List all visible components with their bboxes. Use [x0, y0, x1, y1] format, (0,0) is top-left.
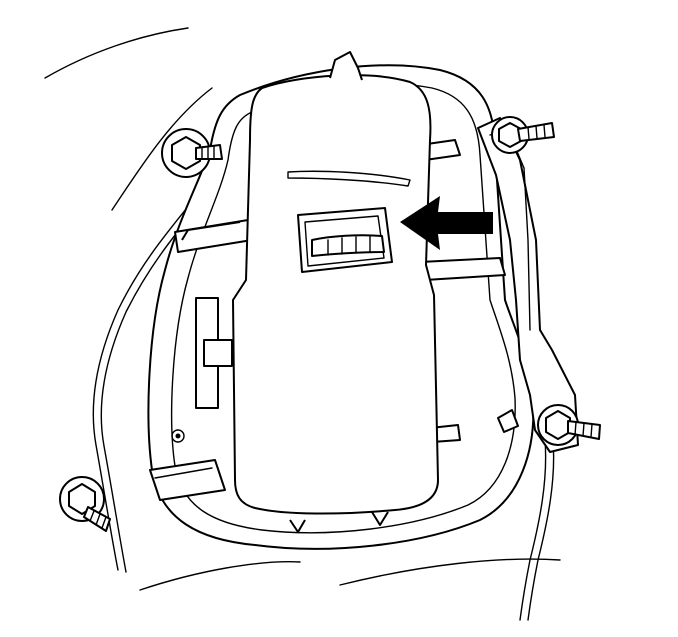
- housing-clips: [149, 139, 519, 533]
- body-contour-lines: [44, 27, 561, 591]
- hex-bolt-icon: [537, 404, 601, 446]
- arrow-left-icon: [400, 196, 493, 250]
- hex-bolt-icon: [161, 128, 223, 178]
- module-cover: [232, 51, 439, 515]
- electrical-connector: [297, 207, 393, 273]
- wiring-harness: [92, 197, 555, 621]
- hex-bolt-icon: [491, 116, 555, 154]
- hex-bolt-icon: [59, 476, 111, 532]
